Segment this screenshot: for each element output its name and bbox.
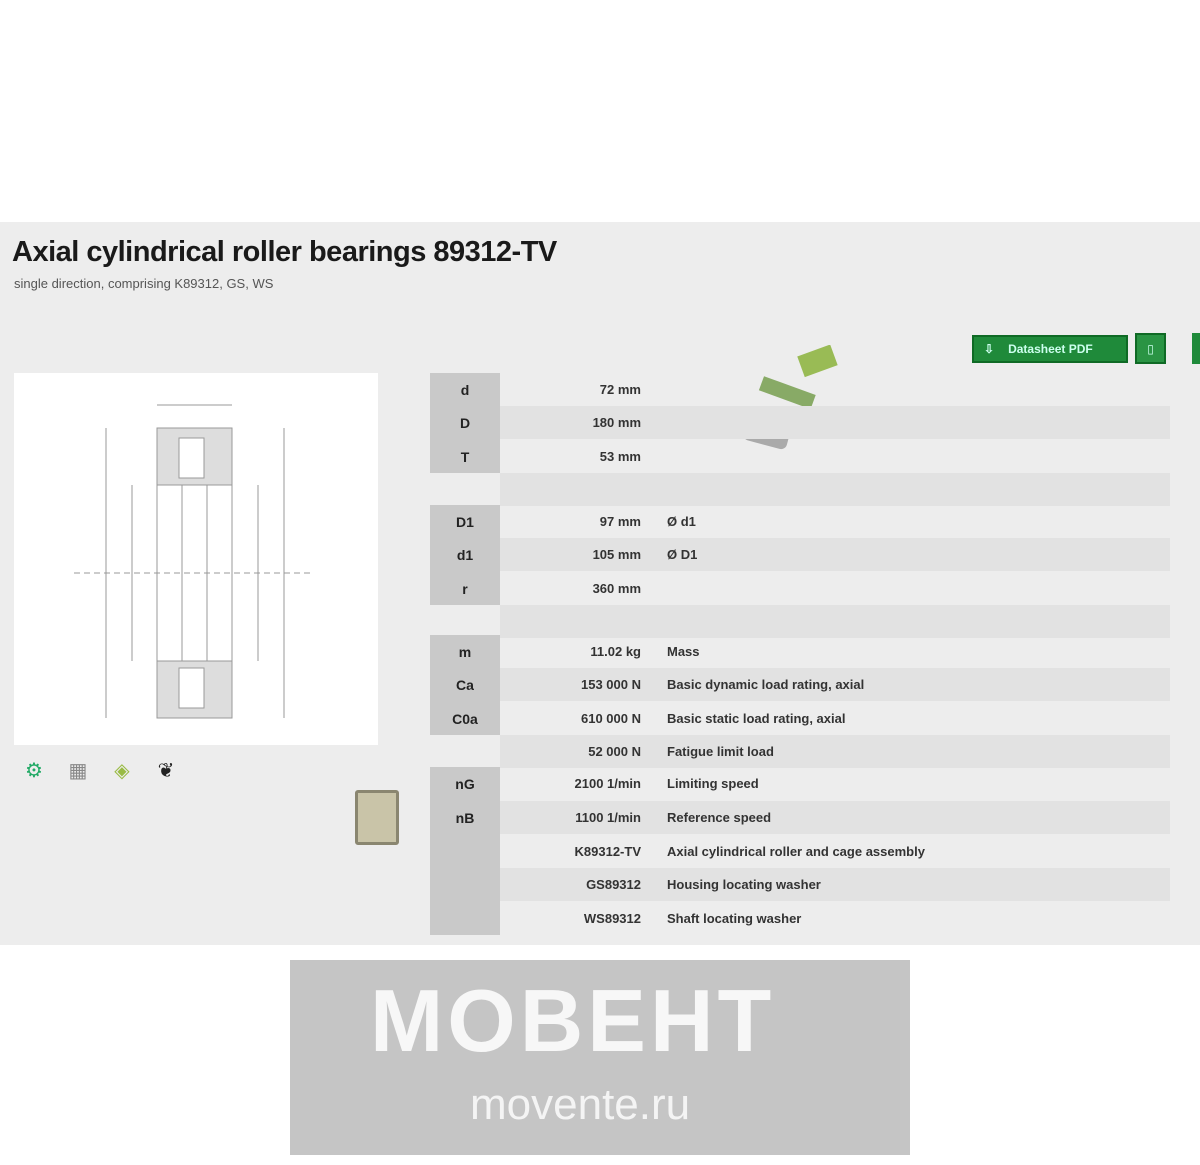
spec-value: 180 mm (592, 415, 641, 430)
spec-description: Shaft locating washer (667, 911, 802, 926)
datasheet-label: Datasheet PDF (1008, 342, 1093, 356)
spec-symbol: m (458, 643, 472, 660)
spec-description: Reference speed (667, 810, 772, 825)
cad-icon[interactable]: ▦ (68, 759, 88, 782)
spec-value: 153 000 N (581, 677, 641, 692)
spec-value: GS89312 (586, 877, 641, 892)
page-title: Axial cylindrical roller bearings 89312-… (12, 236, 557, 268)
spec-row: 180 mm (500, 406, 1170, 439)
spec-value: 72 mm (599, 382, 641, 397)
spec-row: 1100 1/min Reference speed (500, 801, 1170, 834)
spec-description: Axial cylindrical roller and cage assemb… (667, 844, 925, 859)
spec-row: 52 000 N Fatigue limit load (500, 735, 1170, 768)
spec-symbol: C0a (452, 710, 478, 727)
lubrication-icon[interactable]: ❦ (157, 759, 175, 782)
spec-value: K89312-TV (574, 844, 641, 859)
document-icon: ▯ (1147, 341, 1154, 356)
watermark-logo: MOBEHT (370, 971, 776, 1070)
spec-row: 97 mm Ø d1 (500, 505, 1170, 538)
document-button[interactable]: ▯ (1135, 333, 1166, 364)
mounting-icon[interactable]: ⚙ (25, 759, 43, 782)
spec-value: 97 mm (599, 514, 641, 529)
spec-value: 53 mm (599, 449, 641, 464)
spec-row (500, 605, 1170, 638)
spec-symbol: r (462, 580, 468, 597)
spec-description: Basic dynamic load rating, axial (667, 677, 865, 692)
spec-row: 72 mm (500, 373, 1170, 406)
spec-row: 105 mm Ø D1 (500, 538, 1170, 571)
spec-symbol (430, 605, 500, 638)
spec-row: WS89312 Shaft locating washer (500, 902, 1170, 935)
spec-symbol: Ca (456, 676, 474, 693)
spec-value: WS89312 (583, 911, 641, 926)
spec-value: 52 000 N (588, 744, 641, 759)
spec-description: Basic static load rating, axial (667, 711, 846, 726)
symbol-group (430, 505, 500, 605)
product-thumbnail[interactable] (355, 790, 399, 845)
spec-value: 610 000 N (581, 711, 641, 726)
spec-value: 2100 1/min (574, 776, 642, 791)
spec-symbol: D (459, 414, 471, 431)
3d-model-icon[interactable]: ◈ (114, 759, 130, 782)
spec-row: 2100 1/min Limiting speed (500, 767, 1170, 800)
spec-description: Ø D1 (667, 547, 698, 562)
symbol-group (430, 767, 500, 935)
spec-symbol: d (460, 381, 470, 398)
spec-row: 610 000 N Basic static load rating, axial (500, 702, 1170, 735)
media-icons: ⚙ ▦ ◈ ❦ (18, 755, 182, 785)
spec-value: 1100 1/min (575, 810, 641, 825)
more-button[interactable] (1192, 333, 1200, 364)
page-subtitle: single direction, comprising K89312, GS,… (14, 276, 274, 291)
spec-row: K89312-TV Axial cylindrical roller and ca… (500, 835, 1170, 868)
datasheet-button[interactable]: ⇩ Datasheet PDF (972, 335, 1128, 363)
spec-description: Limiting speed (667, 776, 759, 791)
spec-value: 360 mm (592, 581, 641, 596)
spec-row: 153 000 N Basic dynamic load rating, axia… (500, 668, 1170, 701)
spec-row: 11.02 kg Mass (500, 635, 1170, 668)
symbol-group (430, 635, 500, 735)
spec-row: GS89312 Housing locating washer (500, 868, 1170, 901)
spec-symbol: T (460, 448, 470, 465)
spec-symbol: nG (455, 775, 475, 792)
spec-symbol (430, 735, 500, 768)
spec-description: Fatigue limit load (667, 744, 774, 759)
download-icon: ⇩ (984, 342, 995, 356)
watermark: MOBEHT movente.ru (290, 960, 910, 1155)
spec-symbol (430, 868, 500, 901)
spec-row (500, 473, 1170, 506)
spec-row: 360 mm (500, 572, 1170, 605)
spec-symbol (430, 473, 500, 506)
spec-symbol: D1 (456, 513, 474, 530)
spec-symbol: d1 (456, 546, 474, 563)
spec-description: Housing locating washer (667, 877, 821, 892)
spec-description: Ø d1 (667, 514, 696, 529)
spec-row: 53 mm (500, 440, 1170, 473)
spec-description: Mass (667, 644, 700, 659)
spec-value: 11.02 kg (590, 644, 641, 659)
symbol-group (430, 373, 500, 473)
spec-value: 105 mm (592, 547, 641, 562)
spec-symbol (430, 902, 500, 935)
watermark-url: movente.ru (470, 1080, 691, 1129)
bearing-drawing (14, 373, 378, 745)
spec-symbol: nB (455, 809, 475, 826)
spec-symbol (430, 835, 500, 868)
